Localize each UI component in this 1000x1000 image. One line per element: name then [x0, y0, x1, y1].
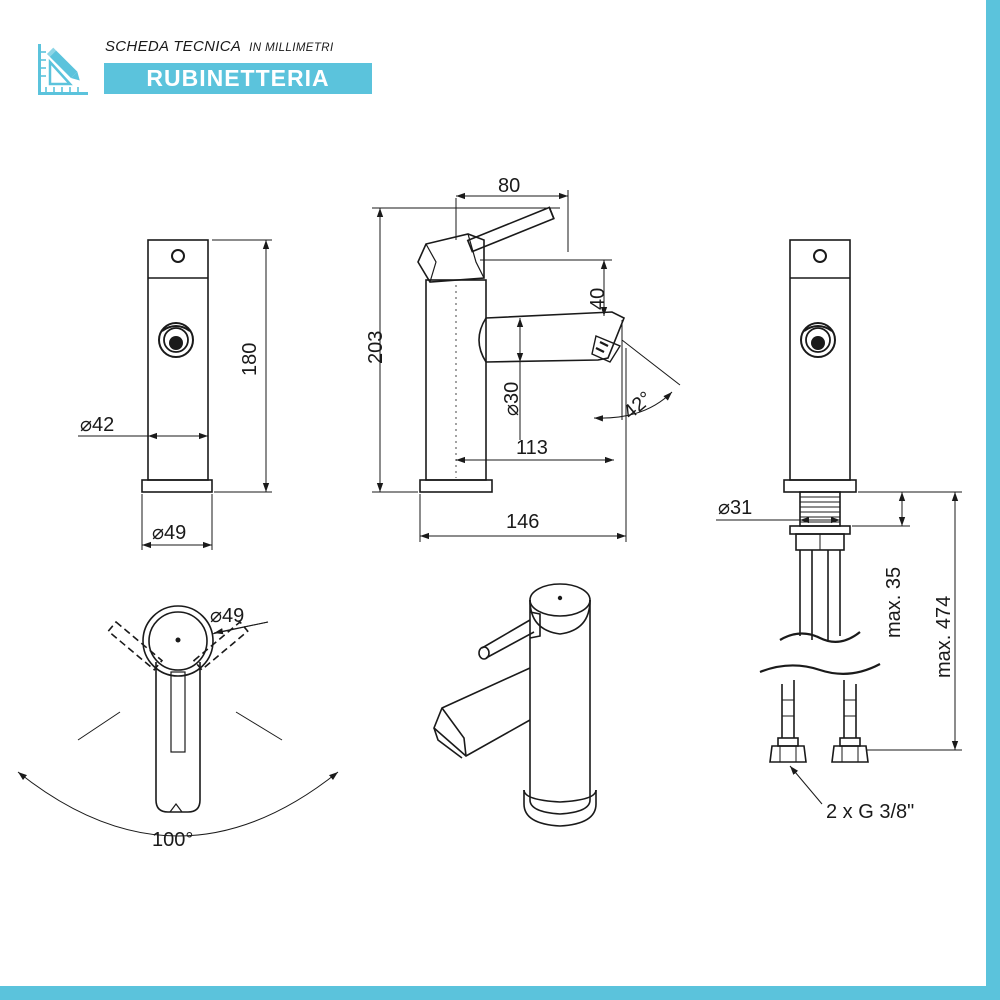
back-shank-diameter-label: ⌀31: [718, 497, 752, 519]
profile-spout-drop-label: 40: [587, 288, 609, 310]
side-diameter-label: ⌀42: [80, 414, 114, 436]
back-hoses-upper: [799, 550, 841, 640]
back-hoses-lower: [781, 680, 857, 738]
back-view: [716, 239, 962, 805]
top-spout: [155, 662, 201, 813]
profile-angle-label: 42°: [619, 387, 656, 423]
top-diameter-leader: [213, 621, 269, 635]
back-connection-label: 2 x G 3/8": [826, 801, 914, 823]
back-connection-leader: [789, 765, 823, 805]
profile-height-label: 203: [365, 331, 387, 364]
top-base-circle: [142, 605, 214, 677]
header-title-unit: IN MILLIMETRI: [249, 42, 334, 54]
header: SCHEDA TECNICA IN MILLIMETRI RUBINETTERIA: [36, 36, 376, 98]
profile-spout: [485, 311, 626, 363]
frame-right-border: [986, 0, 1000, 1000]
profile-handle-rod: [466, 206, 555, 253]
back-shank-length-label: max. 35: [883, 567, 905, 638]
profile-view: [372, 190, 681, 542]
top-rotation-label: 100°: [152, 829, 193, 851]
side-lever-pivot: [158, 322, 194, 358]
side-view: [78, 239, 272, 550]
profile-handle-head: [417, 233, 485, 283]
back-threaded-shank: [789, 491, 851, 551]
back-lever-pivot: [800, 322, 836, 358]
back-hose-nut-right: [831, 737, 869, 763]
back-break-line-upper: [779, 631, 861, 643]
profile-depth-label: 146: [506, 511, 539, 533]
header-category-band: RUBINETTERIA: [104, 63, 372, 94]
back-body: [789, 239, 851, 481]
back-base: [783, 479, 857, 493]
top-handle-left-position: [107, 620, 164, 671]
profile-angle-arc: [593, 391, 673, 422]
top-view: [17, 605, 339, 837]
perspective-handle: [478, 611, 541, 660]
perspective-base: [523, 789, 597, 827]
top-diameter-label: ⌀49: [210, 605, 244, 627]
profile-spout-length-label: 113: [516, 437, 548, 459]
profile-handle-reach-label: 80: [498, 175, 520, 197]
top-body-circle: [148, 611, 208, 671]
back-break-line-lower: [759, 663, 881, 675]
ruler-pencil-icon: [38, 44, 88, 95]
side-cap-hole: [171, 249, 185, 263]
side-base-diameter-label: ⌀49: [152, 522, 186, 544]
back-cap-hole: [813, 249, 827, 263]
header-category: RUBINETTERIA: [146, 65, 330, 91]
header-title-main: SCHEDA TECNICA: [105, 38, 242, 55]
side-body: [147, 239, 209, 481]
perspective-spout: [433, 667, 531, 759]
profile-base: [419, 479, 493, 493]
top-handle-right-position: [192, 620, 249, 671]
top-rotation-arc: [17, 771, 339, 837]
side-height-label: 180: [239, 343, 261, 376]
frame-bottom-border: [0, 986, 1000, 1000]
back-hose-length-label: max. 474: [933, 596, 955, 678]
side-base: [141, 479, 213, 493]
header-title: SCHEDA TECNICA IN MILLIMETRI: [105, 38, 334, 55]
back-hose-nut-left: [769, 737, 807, 763]
profile-aerator: [591, 335, 622, 363]
perspective-view: [433, 583, 597, 827]
profile-spout-diameter-label: ⌀30: [501, 382, 523, 416]
